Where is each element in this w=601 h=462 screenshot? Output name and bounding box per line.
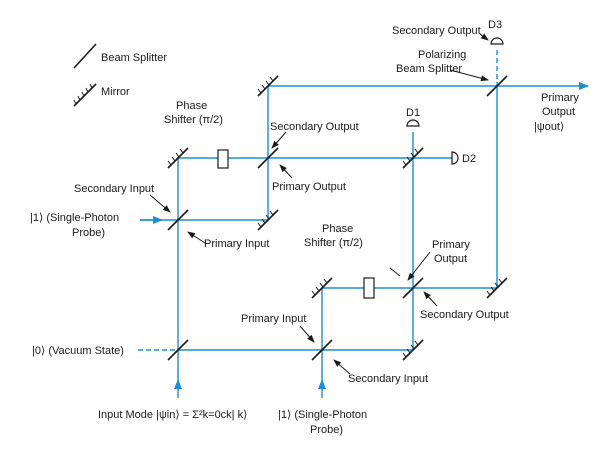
label-vacuum-state: |0⟩ (Vacuum State) <box>32 345 124 357</box>
legend-beam-splitter-label: Beam Splitter <box>101 52 167 64</box>
beam-splitter-mid-right <box>402 277 424 299</box>
label-primary-input-bottom: Primary Input <box>241 313 306 325</box>
label-primary-output-mid-1: Primary <box>432 239 470 251</box>
label-psi-out: |ψout⟩ <box>534 121 564 133</box>
label-probe1-line2: Probe) <box>72 227 105 239</box>
beam-splitter-bottom-mid <box>311 339 333 361</box>
label-secondary-input-bottom: Secondary Input <box>348 373 428 385</box>
mirror-x413-top <box>402 147 424 169</box>
mirror-top-left <box>257 75 279 97</box>
label-polarizing-line1: Polarizing <box>418 49 466 61</box>
pointer-primary-output-mid-a <box>407 251 431 281</box>
label-primary-output-right-2: Output <box>542 106 575 118</box>
pointer-secondary-input-top <box>149 194 171 213</box>
label-secondary-input-top: Secondary Input <box>74 183 154 195</box>
label-primary-output-top: Primary Output <box>272 181 346 193</box>
label-d1: D1 <box>406 107 420 119</box>
label-primary-input-top: Primary Input <box>204 238 269 250</box>
legend-mirror-label: Mirror <box>101 86 130 98</box>
label-primary-output-right-1: Primary <box>541 92 579 104</box>
label-d3: D3 <box>488 19 502 31</box>
label-secondary-output-d3: Secondary Output <box>392 25 481 37</box>
beam-splitter-bottom-left <box>167 339 189 361</box>
mirror-phase2-left <box>311 277 333 299</box>
mirror-probe-right <box>257 209 279 231</box>
detector-d1-icon <box>406 119 420 127</box>
label-phase1-line2: Shifter (π/2) <box>164 114 223 126</box>
label-phase1-line1: Phase <box>176 100 207 112</box>
label-phase2-line2: Shifter (π/2) <box>304 237 363 249</box>
pointer-primary-output-mid-b <box>389 267 401 277</box>
beam-splitter-top-mid <box>257 147 279 169</box>
legend-mirror-symbol <box>73 83 97 107</box>
pointer-secondary-output-bottom <box>423 291 438 307</box>
label-polarizing-line2: Beam Splitter <box>396 63 462 75</box>
pointer-primary-input-bottom <box>299 325 315 343</box>
label-secondary-output-bottom: Secondary Output <box>420 309 509 321</box>
pointer-secondary-output-top <box>271 131 287 149</box>
pointer-primary-output-top <box>279 164 293 179</box>
pointer-secondary-output-d3 <box>479 33 489 41</box>
label-probe2-line1: |1⟩ (Single-Photon <box>278 409 367 421</box>
label-primary-output-mid-2: Output <box>434 253 467 265</box>
pointer-secondary-input-bottom <box>333 359 351 375</box>
pointer-polarizing-bs <box>449 69 489 82</box>
label-secondary-output-top: Secondary Output <box>270 121 359 133</box>
legend: Beam Splitter Mirror <box>73 43 167 107</box>
mirror-upper-left-corner <box>167 147 189 169</box>
label-d2: D2 <box>462 153 476 165</box>
pointer-primary-input-top <box>187 231 206 244</box>
detector-d2-icon <box>451 151 459 165</box>
beam-splitter-probe-left <box>167 209 189 231</box>
mirror-bottom-right <box>402 339 424 361</box>
detector-d3-icon <box>490 37 504 45</box>
label-phase2-line1: Phase <box>322 223 353 235</box>
label-probe2-line2: Probe) <box>310 424 343 436</box>
label-input-mode: Input Mode |ψin⟩ = Σ²k=0ck| k⟩ <box>98 409 247 421</box>
polarizing-beam-splitter <box>486 75 508 97</box>
legend-beam-splitter-symbol <box>73 43 97 69</box>
phase-shifter-2 <box>363 277 375 299</box>
label-probe1-line1: |1⟩ (Single-Photon <box>30 212 119 224</box>
phase-shifter-1 <box>217 149 229 169</box>
mirror-x497-bottom <box>486 277 508 299</box>
